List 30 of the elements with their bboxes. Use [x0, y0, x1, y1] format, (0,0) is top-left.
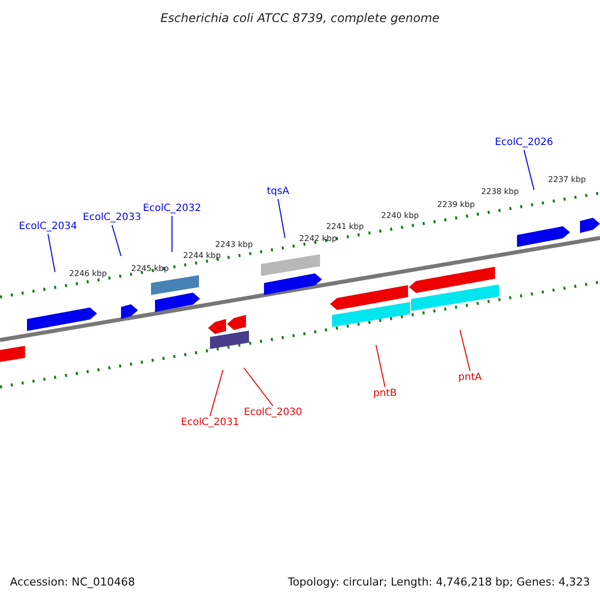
gene-label: pntB	[373, 389, 397, 399]
scale-label: 2244 kbp	[183, 252, 221, 260]
gene-label: EcolC_2030	[244, 408, 302, 418]
leader-line	[278, 198, 286, 238]
scale-label: 2246 kbp	[69, 270, 107, 278]
scale-label: 2241 kbp	[326, 223, 364, 231]
leader-line	[112, 224, 122, 256]
leader-line	[48, 234, 56, 272]
chart-title: Escherichia coli ATCC 8739, complete genome	[160, 12, 440, 24]
scale-label: 2245 kbp	[131, 265, 169, 273]
scale-label: 2243 kbp	[215, 241, 253, 249]
leader-line	[244, 368, 274, 406]
scale-label: 2242 kbp	[299, 235, 337, 243]
gene-label: tqsA	[266, 187, 290, 197]
gene-label: EcolC_2031	[180, 418, 240, 428]
leader-line	[210, 370, 224, 416]
scale-label: 2240 kbp	[381, 212, 419, 220]
gene-label: EcolC_2034	[18, 222, 78, 232]
gene-label: EcolC_2026	[494, 138, 554, 148]
footer-text: Topology: circular; Length: 4,746,218 bp; Genes: 4,323	[288, 576, 590, 588]
leader-line	[524, 150, 534, 190]
leader-line	[460, 330, 470, 372]
gene-label: pntA	[458, 373, 482, 383]
scale-label: 2237 kbp	[548, 176, 586, 184]
scale-label: 2238 kbp	[481, 188, 519, 196]
gene-label: EcolC_2033	[82, 213, 142, 223]
scale-label: 2239 kbp	[437, 201, 475, 209]
footer-text: Accession: NC_010468	[10, 576, 136, 588]
leader-line	[376, 344, 386, 388]
gene-label: EcolC_2032	[142, 204, 202, 214]
